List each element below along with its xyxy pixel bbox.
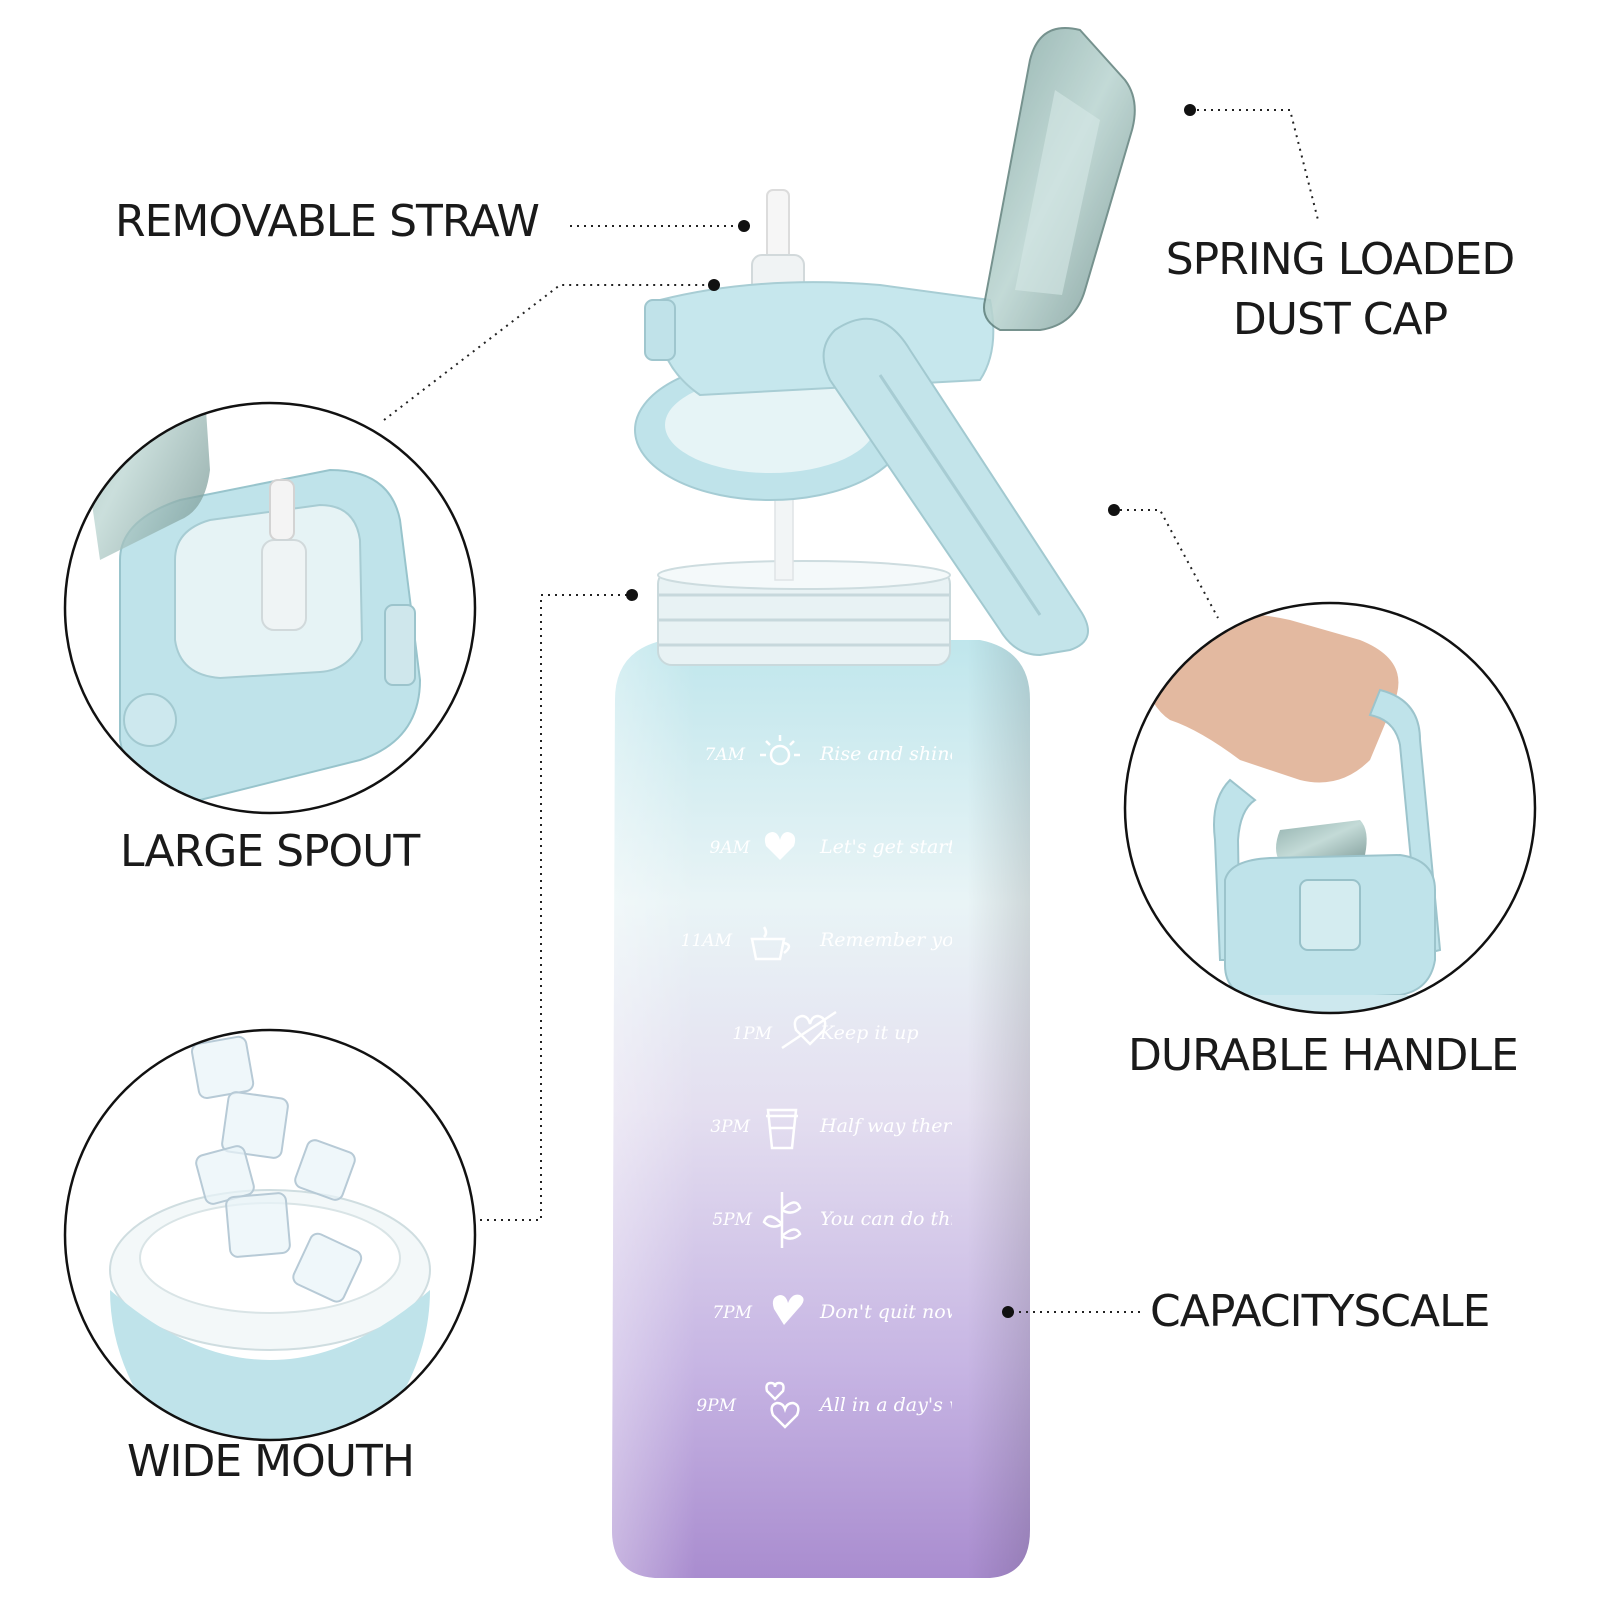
takeaway-cup-icon: [766, 1108, 798, 1150]
lid: [634, 281, 1089, 657]
schedule-message: Let's get started: [819, 836, 978, 858]
durable-handle-label: DURABLE HANDLE: [1128, 1030, 1519, 1081]
wide-mouth-label: WIDE MOUTH: [127, 1436, 415, 1487]
dust-cap: [983, 27, 1136, 331]
schedule-message: All in a day's work: [818, 1394, 997, 1416]
spring-cap-line-1: SPRING LOADED: [1165, 234, 1515, 285]
schedule-time: 7PM: [712, 1303, 752, 1323]
schedule-time: 9PM: [696, 1396, 736, 1416]
schedule-time: 3PM: [710, 1117, 750, 1137]
heart-icon: [764, 832, 796, 860]
spring-cap-line-2: DUST CAP: [1232, 294, 1448, 345]
heart-icon: [772, 1294, 804, 1325]
wide-mouth-leader: [480, 594, 628, 1221]
heart-arrow-icon: [781, 1010, 837, 1050]
leader-dots: [626, 104, 1196, 1318]
large-spout-label: LARGE SPOUT: [120, 826, 420, 877]
capacity-scale-label: CAPACITYSCALE: [1150, 1286, 1490, 1337]
spout-leader: [383, 284, 712, 421]
leaf-icon: [762, 1192, 802, 1248]
ice-cubes: [190, 1035, 363, 1303]
schedule-time: 7AM: [705, 745, 746, 765]
removable-straw-label: REMOVABLE STRAW: [115, 196, 540, 247]
bottle-neck-threads: [657, 560, 951, 666]
schedule-message: Rise and shine: [819, 743, 961, 765]
dust-cap-leader: [1190, 109, 1319, 221]
water-bottle: [612, 27, 1136, 1578]
schedule-message: Keep it up: [819, 1022, 919, 1044]
leader-lines: [383, 109, 1319, 1313]
spring-dust-cap-label: SPRING LOADED DUST CAP: [1160, 230, 1520, 350]
capacity-markings: [750, 735, 837, 1429]
sun-icon: [760, 735, 800, 766]
schedule-message: You can do this: [820, 1208, 966, 1230]
coffee-cup-icon: [750, 926, 791, 961]
two-hearts-icon: [765, 1381, 800, 1429]
schedule-time: 11AM: [681, 931, 733, 951]
wide-mouth-detail: [63, 1028, 477, 1442]
schedule-message: Remember your goal: [819, 929, 1022, 951]
schedule-time: 1PM: [732, 1024, 772, 1044]
schedule-time: 5PM: [712, 1210, 752, 1230]
large-spout-detail: [63, 401, 477, 815]
durable-handle-detail: [1123, 601, 1537, 1015]
schedule-message: Half way there: [819, 1115, 963, 1137]
schedule-time: 9AM: [710, 838, 751, 858]
schedule-message: Don't quit now!: [819, 1301, 970, 1323]
